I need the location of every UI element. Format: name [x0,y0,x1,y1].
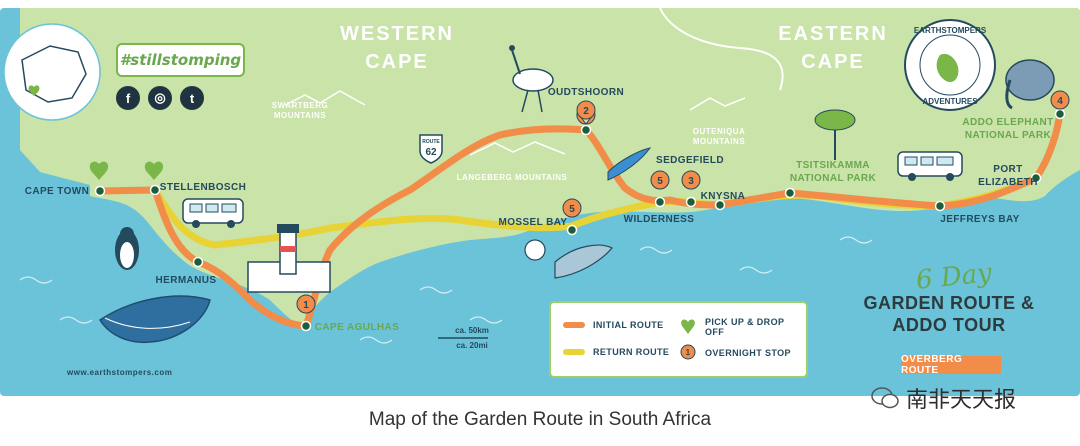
hashtag-badge: #stillstomping [116,43,245,77]
svg-text:3: 3 [688,176,694,187]
svg-text:2: 2 [583,106,589,117]
scale-km: ca. 50km [455,326,489,335]
pin-addo: 4 [1050,90,1070,110]
shark-icon [554,244,613,279]
legend-initial-route: INITIAL ROUTE [563,320,664,330]
legend-initial-label: INITIAL ROUTE [593,320,664,330]
whale-icon [98,295,211,344]
badge-bottom-text: ADVENTURES [922,97,978,106]
province-border [659,8,784,91]
minibus-icon [182,198,244,228]
label-tsitsikamma: TSITSIKAMMA [796,160,870,171]
label-sedgefield: SEDGEFIELD [656,155,724,166]
minibus-icon-2 [897,151,963,181]
shell-icon [524,239,546,261]
label-addo-2: NATIONAL PARK [965,130,1052,141]
legend-initial-swatch [563,322,585,328]
region-eastern-label: EASTERN [778,23,888,45]
region-eastern-label-2: CAPE [801,51,865,73]
legend-pickup: PICK UP & DROP OFF [679,317,806,337]
outeniqua-label: OUTENIQUA [693,127,746,136]
wechat-account-name: 南非天天报 [906,388,1017,413]
map-legend: INITIAL ROUTE RETURN ROUTE PICK UP & DRO… [549,301,808,378]
route62-shield: ROUTE 62 [419,134,443,164]
label-stellenbosch: STELLENBOSCH [160,182,246,193]
label-mossel-bay: MOSSEL BAY [498,217,567,228]
legend-return-route: RETURN ROUTE [563,347,669,357]
tree-icon [814,109,856,160]
svg-text:5: 5 [569,204,575,215]
outeniqua-label-2: MOUNTAINS [693,137,746,146]
label-port-elizabeth: PORT [993,164,1022,175]
facebook-icon[interactable]: f [116,86,140,110]
pickup-markers [89,161,164,180]
overnight-pin-icon: 1 [680,344,696,360]
ostrich-icon [509,45,554,113]
legend-overnight: 1 OVERNIGHT STOP [679,344,791,362]
kayak-icon [607,147,652,181]
website-link[interactable]: www.earthstompers.com [67,368,173,377]
scale-mi: ca. 20mi [456,341,488,350]
tour-day: 6 Day [914,258,994,296]
instagram-icon[interactable]: ◎ [148,86,172,110]
pin-oudtshoorn: 2 [576,100,596,120]
swartberg-label-2: MOUNTAINS [274,111,327,120]
label-hermanus: HERMANUS [156,275,217,286]
svg-text:4: 4 [1057,96,1063,107]
mountain-drawings [284,90,746,156]
pickup-icon [681,319,695,334]
swartberg-label: SWARTBERG [272,101,329,110]
lighthouse-icon [247,224,331,293]
tour-title-box: 6 Day GARDEN ROUTE & ADDO TOUR OVERBERG … [856,258,1042,378]
svg-text:1: 1 [303,300,309,311]
tour-title-line2: ADDO TOUR [892,315,1006,335]
legend-return-label: RETURN ROUTE [593,347,670,357]
legend-overnight-label: OVERNIGHT STOP [705,348,791,358]
elephant-icon [1005,59,1055,110]
pin-knysna: 3 [681,170,701,190]
wechat-icon [871,387,899,409]
langeberg-label: LANGEBERG MOUNTAINS [457,173,568,182]
label-jeffreys-bay: JEFFREYS BAY [940,214,1019,225]
twitter-icon[interactable]: t [180,86,204,110]
badge-top-text: EARTHSTOMPERS [914,26,987,35]
pin-cape-agulhas: 1 [296,294,316,314]
pin-wilderness: 5 [650,170,670,190]
svg-text:1: 1 [686,348,691,357]
legend-return-swatch [563,349,585,355]
wechat-watermark: 南非天天报 [870,382,1016,414]
label-knysna: KNYSNA [701,191,746,202]
earthstompers-badge [904,19,996,111]
tour-title-line1: GARDEN ROUTE & [863,293,1035,313]
legend-pickup-label: PICK UP & DROP OFF [704,317,785,337]
label-cape-agulhas: CAPE AGULHAS [315,322,399,333]
penguin-icon [115,227,139,270]
label-oudtshoorn: OUDTSHOORN [548,87,624,98]
label-addo: ADDO ELEPHANT [962,117,1053,128]
pin-mossel-bay: 5 [562,198,582,218]
label-port-elizabeth-2: ELIZABETH [978,177,1038,188]
label-cape-town: CAPE TOWN [25,186,90,197]
svg-text:ROUTE: ROUTE [422,139,440,145]
region-western-label: WESTERN [340,23,454,45]
svg-text:62: 62 [425,147,437,158]
label-wilderness: WILDERNESS [624,214,695,225]
image-caption: Map of the Garden Route in South Africa [368,409,712,430]
sea-waves [19,236,873,344]
tour-title: GARDEN ROUTE & ADDO TOUR [856,292,1042,336]
south-africa-inset [3,23,101,121]
region-western-label-2: CAPE [365,51,429,73]
label-tsitsikamma-2: NATIONAL PARK [790,173,877,184]
svg-text:5: 5 [657,176,663,187]
tour-subtitle: OVERBERG ROUTE [901,354,1001,376]
